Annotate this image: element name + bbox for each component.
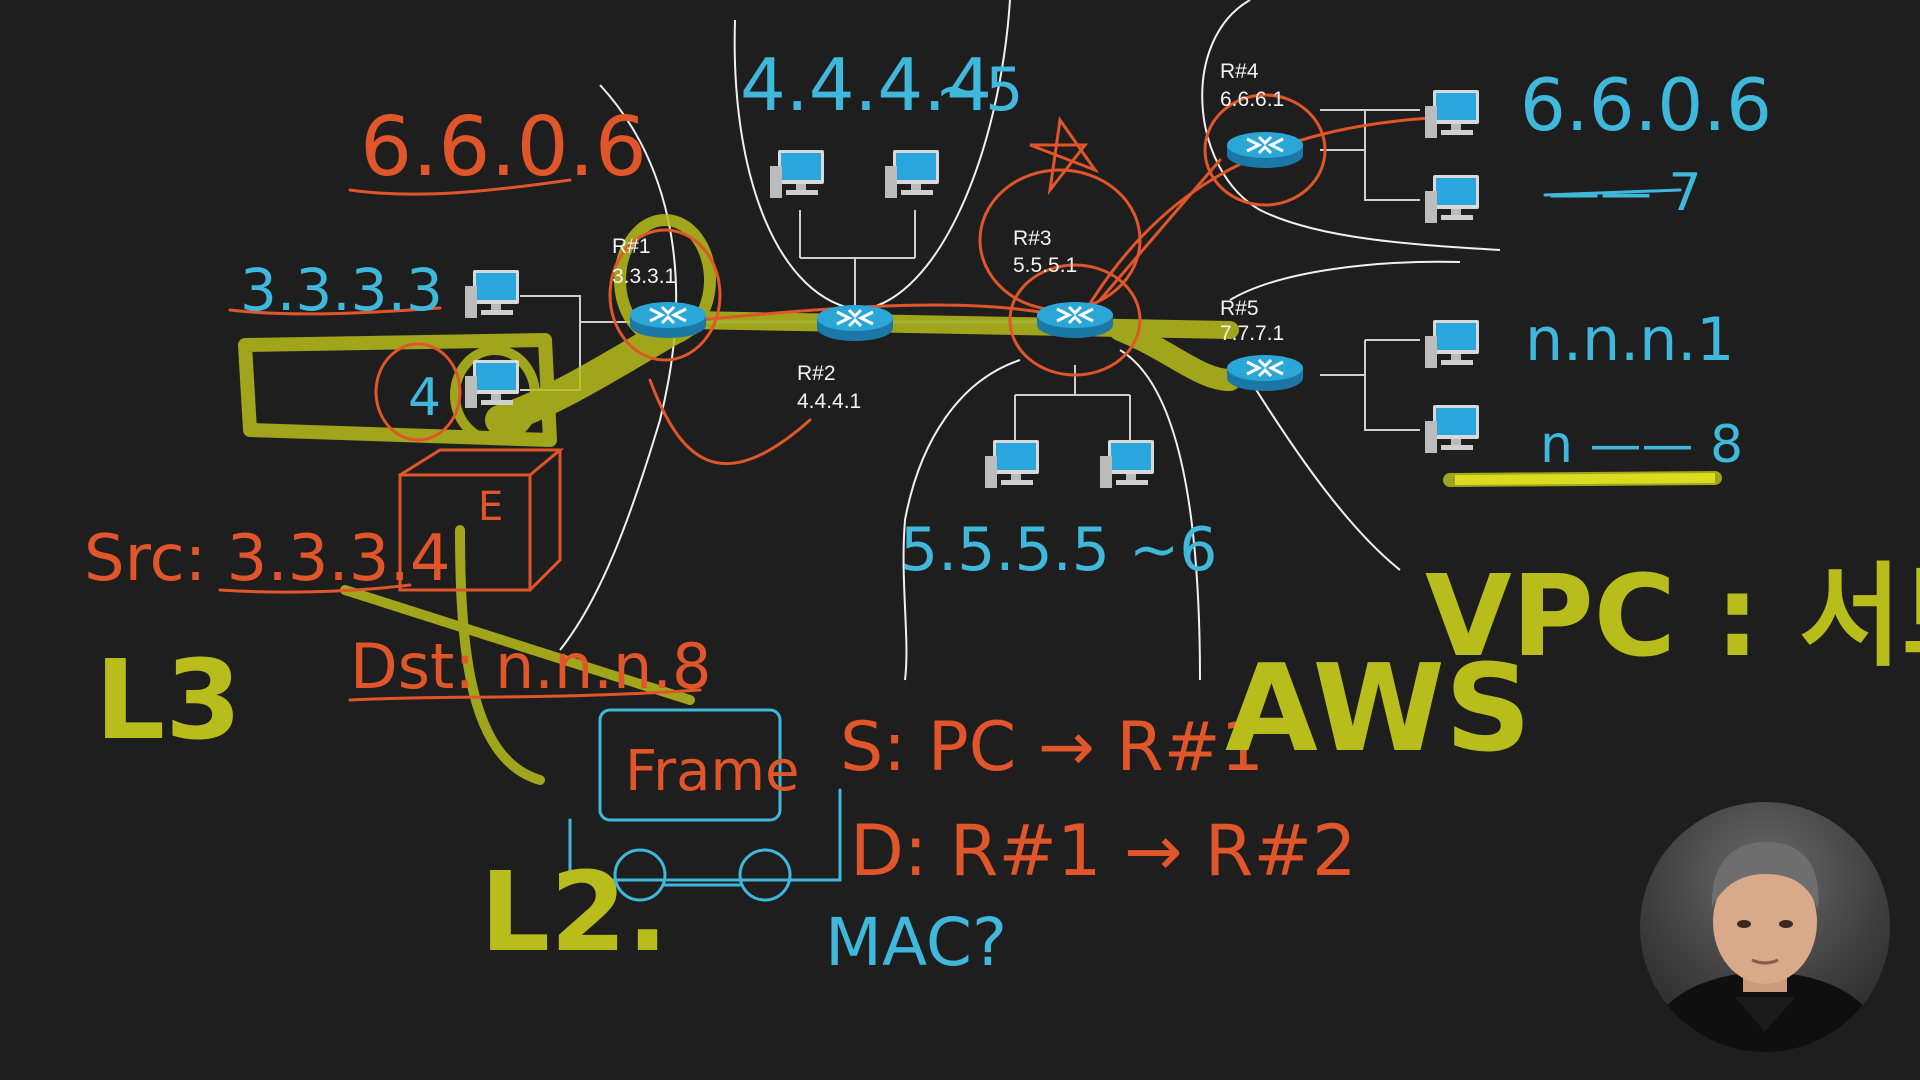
webcam-person xyxy=(1650,841,1880,1052)
note-l2: L2. xyxy=(480,848,668,976)
pc-icon[interactable] xyxy=(1425,320,1479,368)
vpc-underline xyxy=(1454,473,1716,485)
pc-icon[interactable] xyxy=(465,360,519,408)
router-icon[interactable] xyxy=(1225,130,1305,170)
router-label-name: R#4 xyxy=(1220,60,1259,83)
note-vpc: VPC : 서브넷 xyxy=(1425,552,1920,682)
note-box-letter: E xyxy=(478,484,503,530)
pc-icon[interactable] xyxy=(1100,440,1154,488)
note-dash-8: n —— 8 xyxy=(1540,415,1743,475)
router-label-name: R#2 xyxy=(797,362,836,385)
pc-icon[interactable] xyxy=(770,150,824,198)
note-4444: 4.4.4.4 xyxy=(740,43,992,127)
note-nnn1: n.n.n.1 xyxy=(1525,305,1734,375)
note-src: Src: 3.3.3.4 xyxy=(84,522,451,596)
note-aws: AWS xyxy=(1225,640,1531,779)
note-6606-orange: 6.6.0.6 xyxy=(360,100,647,195)
pc-icon[interactable] xyxy=(885,150,939,198)
note-6606-cyan: 6.6.0.6 xyxy=(1520,63,1772,147)
router-label-name: R#5 xyxy=(1220,297,1259,320)
pc-icon[interactable] xyxy=(1425,405,1479,453)
note-tilde-5: ~5 xyxy=(935,55,1023,125)
cyan-annotations xyxy=(568,188,1682,902)
router-icons xyxy=(628,130,1305,393)
pc-icon[interactable] xyxy=(465,270,519,318)
note-s-line: S: PC → R#1 xyxy=(840,708,1264,787)
pc-icon[interactable] xyxy=(1425,175,1479,223)
boundary-curves xyxy=(559,0,1501,681)
router-icon[interactable] xyxy=(628,300,708,340)
router-icon[interactable] xyxy=(815,303,895,343)
router-label-ip: 3.3.3.1 xyxy=(612,265,676,288)
router-label-ip: 7.7.7.1 xyxy=(1220,322,1284,345)
router-label-ip: 5.5.5.1 xyxy=(1013,254,1077,277)
note-mac: MAC? xyxy=(825,904,1007,981)
note-dash-7: —— 7 xyxy=(1548,163,1702,223)
webcam-overlay xyxy=(1640,802,1890,1052)
note-dst: Dst: n.n.n.8 xyxy=(350,630,711,703)
router-label-name: R#1 xyxy=(612,235,651,258)
note-host-4: 4 xyxy=(408,368,441,428)
note-3333: 3.3.3.3 xyxy=(240,256,443,324)
router-label-ip: 4.4.4.1 xyxy=(797,390,861,413)
pc-icon[interactable] xyxy=(1425,90,1479,138)
note-5555: 5.5.5.5 ~6 xyxy=(900,515,1217,585)
note-frame: Frame xyxy=(625,739,799,804)
router-label-name: R#3 xyxy=(1013,227,1052,250)
router-icon[interactable] xyxy=(1035,300,1115,340)
pc-icon[interactable] xyxy=(985,440,1039,488)
router-icon[interactable] xyxy=(1225,353,1305,393)
router-label-ip: 6.6.6.1 xyxy=(1220,88,1284,111)
note-l3: L3 xyxy=(95,636,242,764)
note-d-line: D: R#1 → R#2 xyxy=(850,810,1357,892)
